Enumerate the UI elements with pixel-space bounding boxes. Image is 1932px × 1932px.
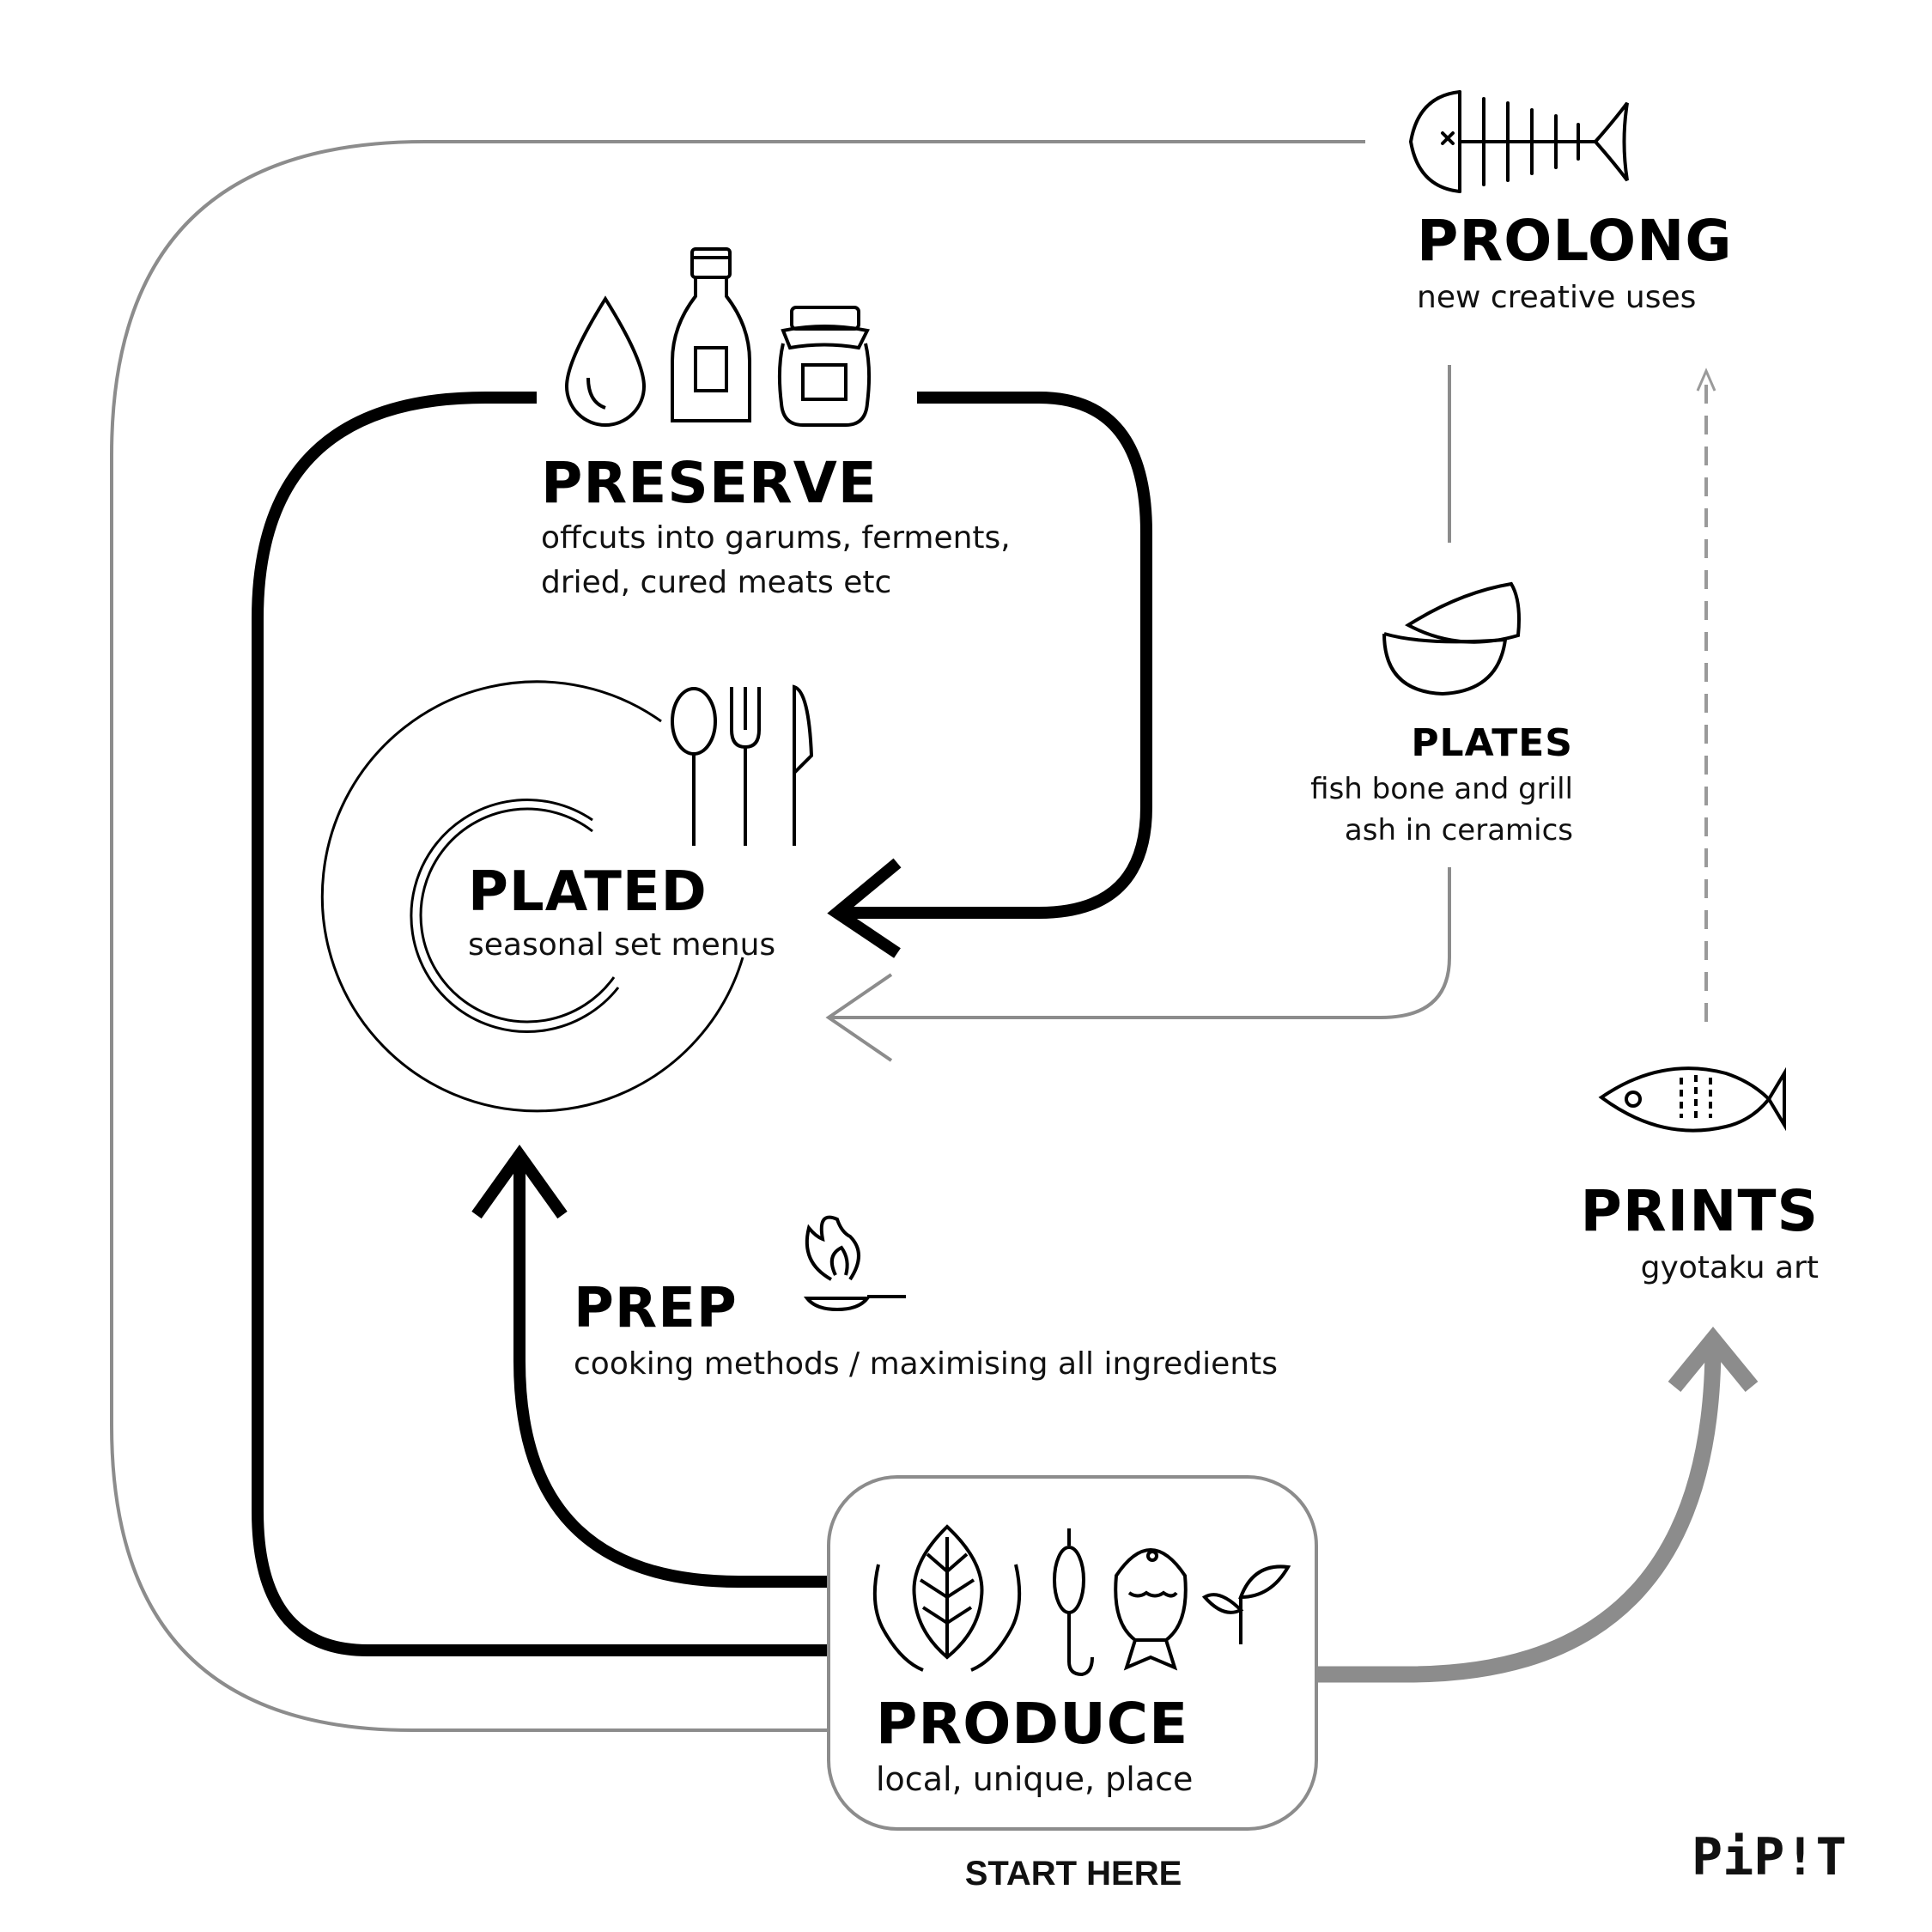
plate-icon xyxy=(320,680,744,1113)
plates-desc-line2: ash in ceramics xyxy=(1345,813,1573,848)
produce-box xyxy=(827,1475,1318,1831)
fish-jumping-icon xyxy=(1114,1548,1188,1671)
produce-to-prints-arrowhead xyxy=(1668,1326,1759,1393)
prints-to-prolong-arrowhead xyxy=(1696,368,1716,392)
plates-to-plated-arrowhead xyxy=(825,973,893,1062)
hands-leaf-icon xyxy=(872,1524,1022,1672)
produce-to-plated-arrow xyxy=(513,1159,829,1588)
hook-icon xyxy=(1053,1528,1094,1677)
plates-desc-line1: fish bone and grill xyxy=(1310,772,1573,806)
produce-to-preserve-arrow xyxy=(252,392,829,1656)
sprout-icon xyxy=(1201,1564,1291,1644)
preserve-desc-line1: offcuts into garums, ferments, xyxy=(541,520,1011,556)
flame-pan-icon xyxy=(803,1215,906,1312)
prolong-desc: new creative uses xyxy=(1417,280,1696,315)
prints-title: PRINTS xyxy=(1580,1178,1819,1244)
bowls-icon xyxy=(1382,581,1521,696)
preserve-to-plated-arrow xyxy=(837,392,1152,919)
preserve-to-plated-arrowhead xyxy=(827,858,902,958)
produce-to-plated-arrowhead xyxy=(471,1144,568,1219)
plated-title: PLATED xyxy=(468,860,708,924)
plates-title: PLATES xyxy=(1411,721,1573,765)
plated-desc: seasonal set menus xyxy=(468,927,775,963)
prints-desc: gyotaku art xyxy=(1641,1250,1819,1285)
prep-desc: cooking methods / maximising all ingredi… xyxy=(574,1346,1278,1382)
preserve-title: PRESERVE xyxy=(541,450,878,516)
produce-desc: local, unique, place xyxy=(876,1760,1193,1798)
pipit-logo: PiP!T xyxy=(1692,1827,1847,1887)
drop-icon xyxy=(564,295,647,427)
preserve-desc-line2: dried, cured meats etc xyxy=(541,565,891,600)
produce-to-prints-arrow xyxy=(1318,1343,1722,1683)
fish-icon xyxy=(1598,1066,1786,1133)
fish-bone-icon xyxy=(1408,90,1629,193)
start-here-label: START HERE xyxy=(965,1855,1182,1893)
produce-title: PRODUCE xyxy=(876,1691,1188,1757)
outer-prolong-loop xyxy=(110,140,1365,1732)
plates-to-plated-line xyxy=(829,867,1451,1019)
cutlery-icon xyxy=(671,684,814,846)
bottle-icon xyxy=(671,247,751,422)
prep-title: PREP xyxy=(574,1277,738,1340)
prolong-title: PROLONG xyxy=(1417,208,1733,274)
jar-icon xyxy=(777,306,872,427)
